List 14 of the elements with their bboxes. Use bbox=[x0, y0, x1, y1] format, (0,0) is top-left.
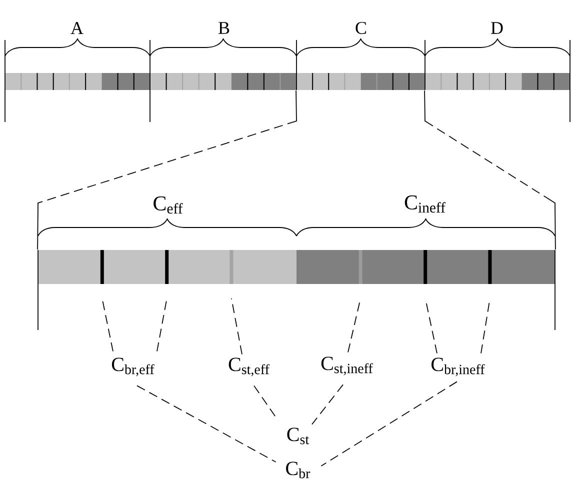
symbol-label: C$_{br,ineff}$ bbox=[432, 358, 485, 376]
brace-label: B bbox=[218, 22, 230, 34]
brace-label: D bbox=[491, 22, 503, 34]
symbol-label: C$_{br,eff}$ bbox=[112, 358, 154, 376]
brace-label: C$_{ineff}$ bbox=[404, 195, 446, 213]
brace-label: A bbox=[70, 22, 84, 34]
symbol-label: C$_{br}$ bbox=[286, 462, 310, 478]
symbol-label: C$_{st,eff}$ bbox=[228, 358, 270, 376]
brace-label: C$_{eff}$ bbox=[154, 196, 183, 214]
symbol-label: C$_{st,ineff}$ bbox=[321, 356, 373, 376]
segmented-bar bbox=[5, 72, 570, 90]
segmented-bar bbox=[38, 250, 555, 284]
symbol-label: C$_{st}$ bbox=[287, 428, 309, 444]
brace-label: C bbox=[356, 22, 366, 34]
